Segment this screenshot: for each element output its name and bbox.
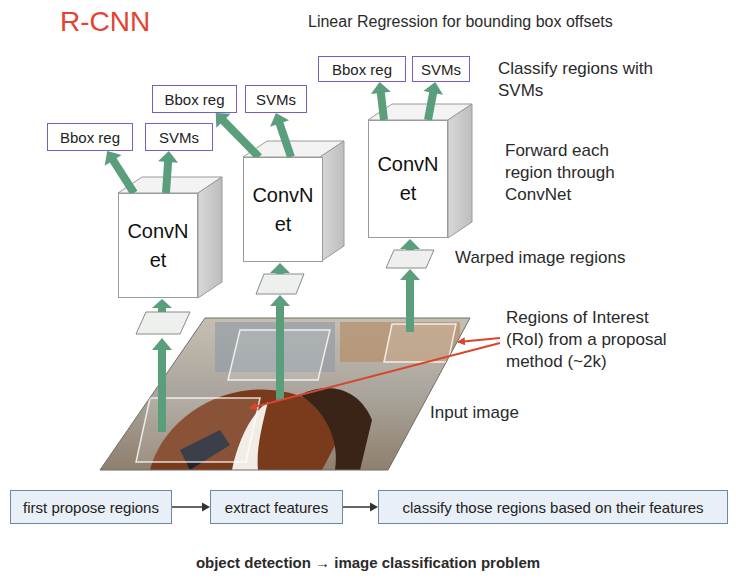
- block-label: ConvN et: [125, 217, 191, 275]
- arrow-head: [270, 263, 290, 273]
- arrow-head: [400, 239, 420, 249]
- pipeline-step: classify those regions based on their fe…: [378, 490, 728, 524]
- pipeline-step: first propose regions: [10, 490, 172, 524]
- arrow-shaft: [113, 159, 134, 193]
- step-note: Input image: [430, 402, 550, 424]
- arrow-head: [216, 113, 231, 128]
- bbox-reg-box: Bbox reg: [152, 85, 237, 113]
- arrow-head: [370, 503, 378, 512]
- block-label: ConvN et: [375, 150, 441, 208]
- arrow-head: [270, 295, 290, 306]
- convnet-block: ConvN et: [243, 157, 323, 262]
- arrow-shaft: [279, 122, 291, 157]
- arrow-shaft: [223, 120, 259, 157]
- pipeline-step: extract features: [210, 490, 343, 524]
- box-label: first propose regions: [23, 499, 159, 516]
- svm-box: SVMs: [145, 123, 213, 151]
- bbox-reg-box: Bbox reg: [47, 123, 133, 151]
- box-label: classify those regions based on their fe…: [402, 499, 703, 516]
- box-label: Bbox reg: [60, 129, 120, 146]
- warped-patch: [386, 250, 434, 268]
- photo-frame: [100, 318, 470, 470]
- box-label: SVMs: [159, 129, 199, 146]
- connector-arrow: [216, 113, 259, 157]
- connector-arrow: [270, 113, 291, 157]
- arrow-head: [105, 151, 122, 166]
- header-note: Linear Regression for bounding box offse…: [308, 12, 728, 33]
- arrow-shaft: [343, 506, 371, 508]
- arrow-shaft: [172, 506, 203, 508]
- arrow-shaft: [158, 349, 166, 432]
- photo-stands: [340, 322, 460, 362]
- diagram-title: R-CNN: [60, 6, 150, 38]
- summary-note: object detection → image classification …: [0, 553, 736, 573]
- step-note: Warped image regions: [455, 247, 655, 269]
- box-label: Bbox reg: [164, 91, 224, 108]
- arrow-shaft: [381, 92, 384, 120]
- box-label: Bbox reg: [332, 61, 392, 78]
- warped-patch: [256, 274, 304, 294]
- convnet-block: ConvN et: [368, 120, 448, 238]
- horse-mane: [300, 388, 372, 470]
- box-label: SVMs: [421, 61, 461, 78]
- connector-arrow: [423, 82, 443, 120]
- leader-line: [250, 343, 500, 408]
- box-label: extract features: [225, 499, 328, 516]
- leader-line: [458, 338, 500, 342]
- arrow-head: [152, 338, 172, 350]
- connector-arrow: [172, 503, 210, 512]
- roi-outline: [136, 398, 260, 462]
- step-note: Regions of Interest (RoI) from a proposa…: [506, 307, 684, 373]
- arrow-head: [152, 299, 172, 308]
- svm-box: SVMs: [412, 56, 470, 82]
- warped-patch: [136, 312, 190, 334]
- arrow-head: [202, 503, 210, 512]
- arrow-head: [423, 82, 443, 95]
- arrow-head: [270, 113, 289, 127]
- input-photo: [90, 310, 490, 480]
- arrow-shaft: [406, 279, 414, 332]
- step-note: Forward each region through ConvNet: [505, 140, 645, 206]
- arrow-shaft: [428, 92, 433, 120]
- connector-arrow: [343, 503, 378, 512]
- convnet-block: ConvN et: [118, 193, 198, 298]
- box-label: SVMs: [256, 91, 296, 108]
- connector-arrow: [105, 151, 134, 193]
- arrow-shaft: [276, 305, 284, 400]
- bbox-reg-box: Bbox reg: [318, 56, 406, 82]
- connector-arrow: [371, 82, 391, 120]
- arrow-head: [400, 269, 420, 280]
- cube-side: [198, 177, 222, 298]
- arrow-shaft: [166, 161, 168, 193]
- photo-ground: [90, 310, 490, 480]
- arrow-head: [371, 82, 391, 94]
- svm-box: SVMs: [245, 85, 307, 113]
- block-label: ConvN et: [250, 181, 316, 239]
- cube-side: [320, 141, 344, 262]
- cube-side: [448, 104, 472, 238]
- arrow-head: [158, 151, 178, 163]
- step-note: Classify regions with SVMs: [498, 58, 698, 102]
- connector-arrow: [158, 151, 178, 193]
